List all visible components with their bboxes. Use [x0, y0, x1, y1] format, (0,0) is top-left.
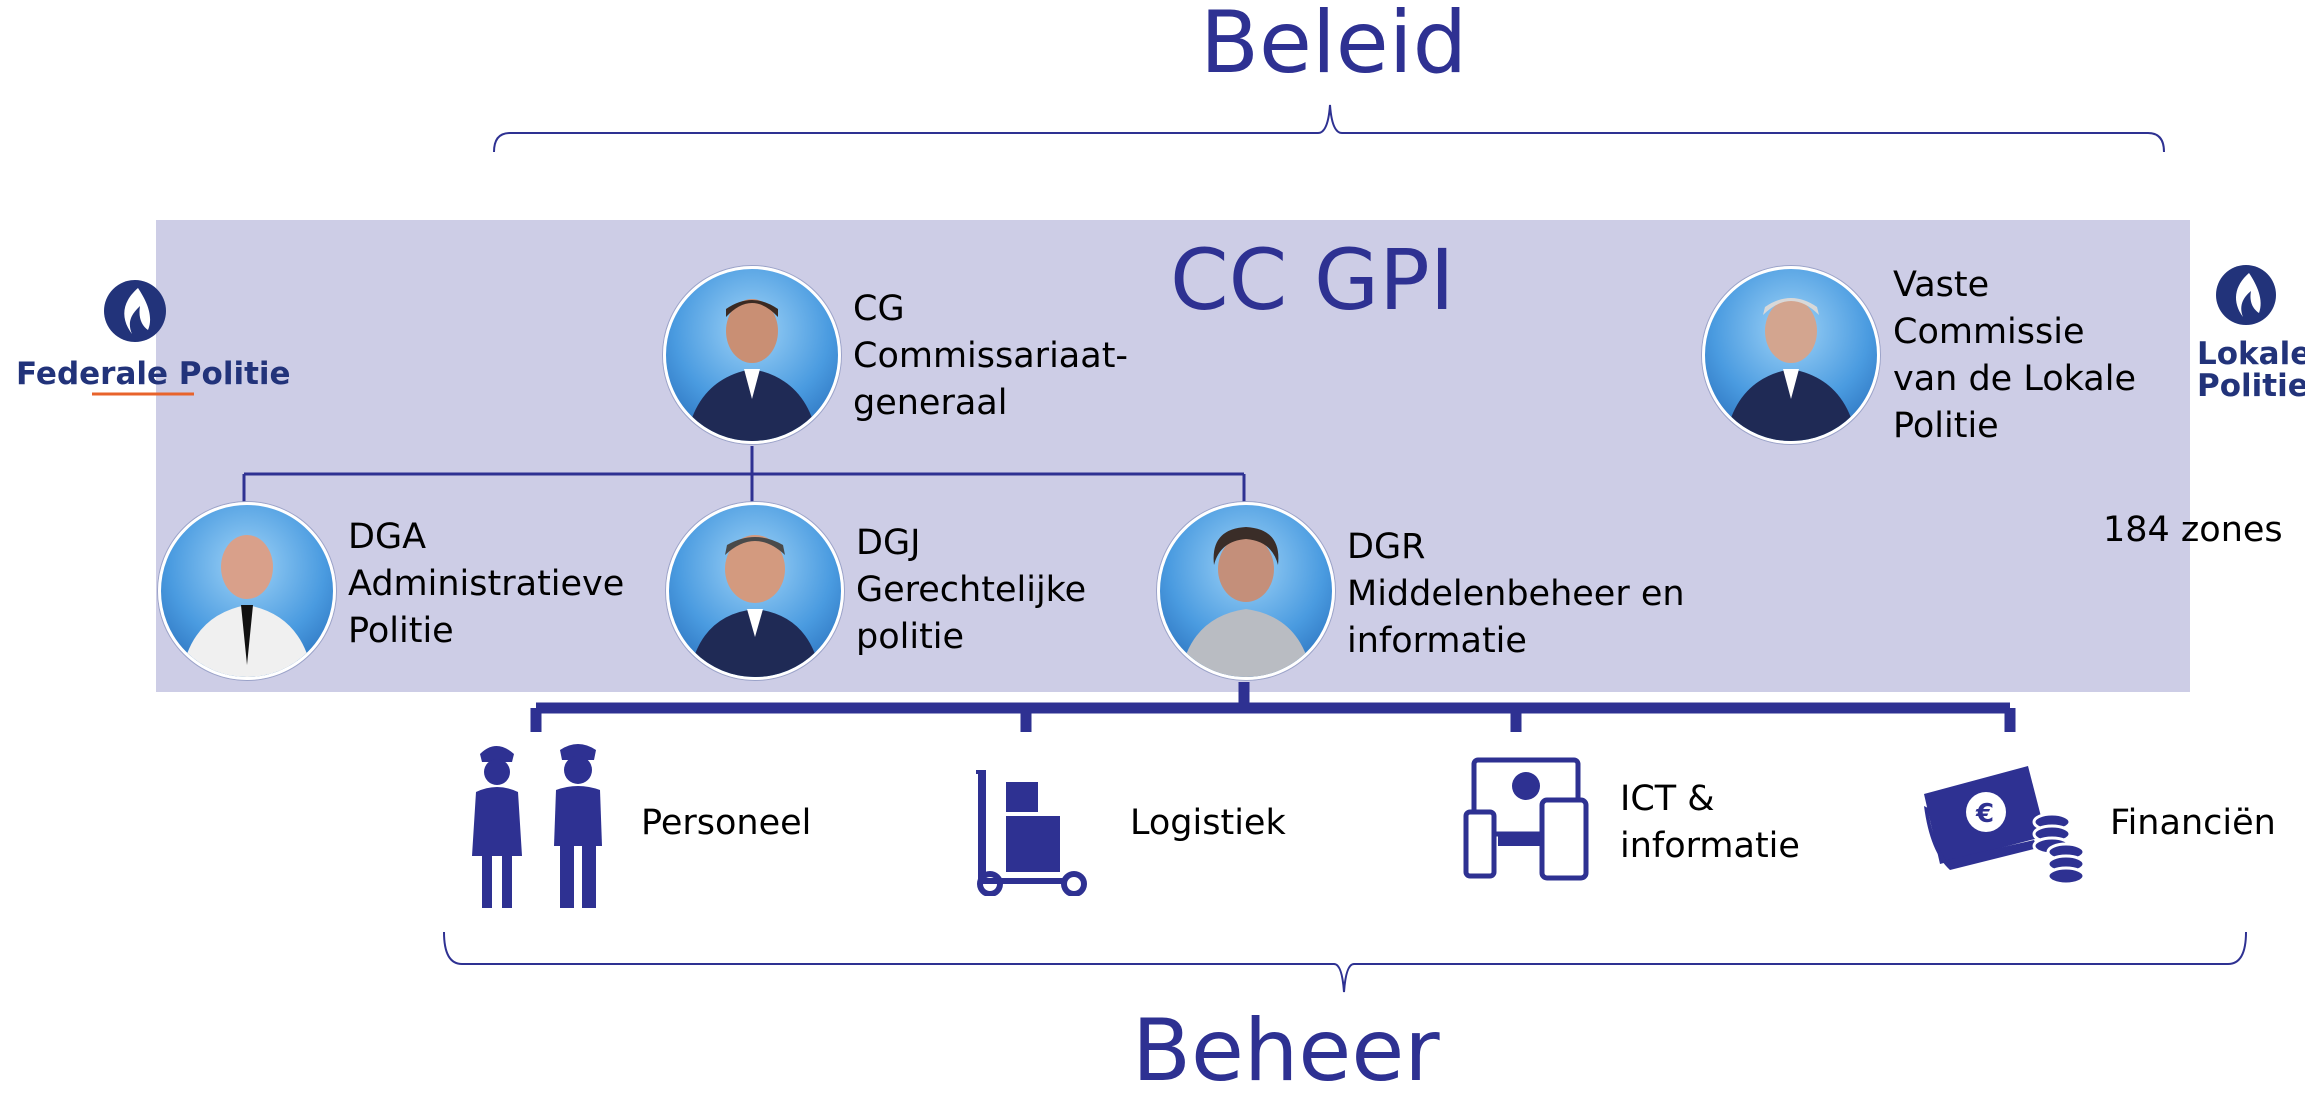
- dga-label-line2: Administratieve: [348, 564, 625, 604]
- personeel-label: Personeel: [641, 803, 812, 843]
- flame-icon: [92, 280, 194, 396]
- lokale-politie-text-2: Politie: [2197, 368, 2305, 404]
- dgr-label: DGR Middelenbeheer en informatie: [1347, 524, 1685, 665]
- person-icon: [689, 535, 821, 677]
- vaste-commissie-line3: van de Lokale: [1893, 359, 2137, 399]
- cg-label: CG Commissariaat- generaal: [853, 286, 1128, 427]
- flame-icon: [2216, 265, 2276, 325]
- dga-label-line3: Politie: [348, 611, 454, 651]
- dgj-label-line3: politie: [856, 617, 965, 657]
- dga-portrait: [158, 502, 336, 680]
- cg-label-line2: Commissariaat-: [853, 336, 1129, 376]
- beleid-heading: Beleid: [1200, 0, 1468, 93]
- dgr-label-line2: Middelenbeheer en: [1347, 574, 1685, 614]
- personeel-icon: [460, 736, 620, 916]
- vaste-commissie-line1: Vaste: [1893, 265, 1990, 305]
- ict-label: ICT & informatie: [1620, 776, 1800, 870]
- cg-label-line1: CG: [853, 289, 905, 329]
- financien-icon: €: [1920, 760, 2090, 886]
- dgr-label-line3: informatie: [1347, 621, 1527, 661]
- cc-gpi-heading: CC GPI: [1170, 231, 1455, 329]
- ict-label-line2: informatie: [1620, 826, 1800, 866]
- cg-portrait: [663, 266, 841, 444]
- federale-politie-text: Federale Politie: [16, 356, 291, 392]
- financien-label: Financiën: [2110, 803, 2276, 843]
- police-officers-icon: [472, 744, 602, 908]
- beleid-brace: [493, 104, 2165, 153]
- ict-label-line1: ICT &: [1620, 779, 1715, 819]
- person-icon: [1725, 298, 1857, 441]
- dga-label-line1: DGA: [348, 517, 427, 557]
- svg-text:€: €: [1975, 799, 1994, 829]
- dgj-label: DGJ Gerechtelijke politie: [856, 520, 1086, 661]
- logistiek-label: Logistiek: [1130, 803, 1286, 843]
- lokale-politie-text-1: Lokale: [2197, 336, 2305, 372]
- dgj-portrait: [666, 502, 844, 680]
- vaste-commissie-line4: Politie: [1893, 406, 1999, 446]
- lokale-politie-logo: Lokale Politie: [2188, 264, 2305, 414]
- logistiek-icon: [970, 766, 1100, 897]
- cg-connector: [242, 446, 1246, 502]
- federale-politie-logo: Federale Politie: [14, 278, 291, 398]
- euro-money-icon: €: [1924, 766, 2086, 886]
- devices-icon: [1463, 757, 1589, 881]
- dgj-label-line1: DGJ: [856, 523, 921, 563]
- zones-label: 184 zones: [2103, 510, 2283, 550]
- dga-label: DGA Administratieve Politie: [348, 514, 624, 655]
- ict-icon: [1462, 756, 1592, 882]
- vaste-commissie-line2: Commissie: [1893, 312, 2085, 352]
- vaste-commissie-portrait: [1702, 266, 1880, 444]
- beheer-brace: [443, 931, 2247, 993]
- person-icon: [1180, 527, 1312, 677]
- dgr-label-line1: DGR: [1347, 527, 1426, 567]
- beheer-heading: Beheer: [1132, 1001, 1440, 1101]
- cg-label-line3: generaal: [853, 383, 1008, 423]
- vaste-commissie-label: Vaste Commissie van de Lokale Politie: [1893, 262, 2136, 450]
- person-icon: [181, 535, 313, 677]
- dgr-connector: [530, 682, 2016, 732]
- hand-truck-icon: [976, 770, 1087, 897]
- dgr-portrait: [1157, 502, 1335, 680]
- person-icon: [686, 299, 818, 441]
- dgj-label-line2: Gerechtelijke: [856, 570, 1087, 610]
